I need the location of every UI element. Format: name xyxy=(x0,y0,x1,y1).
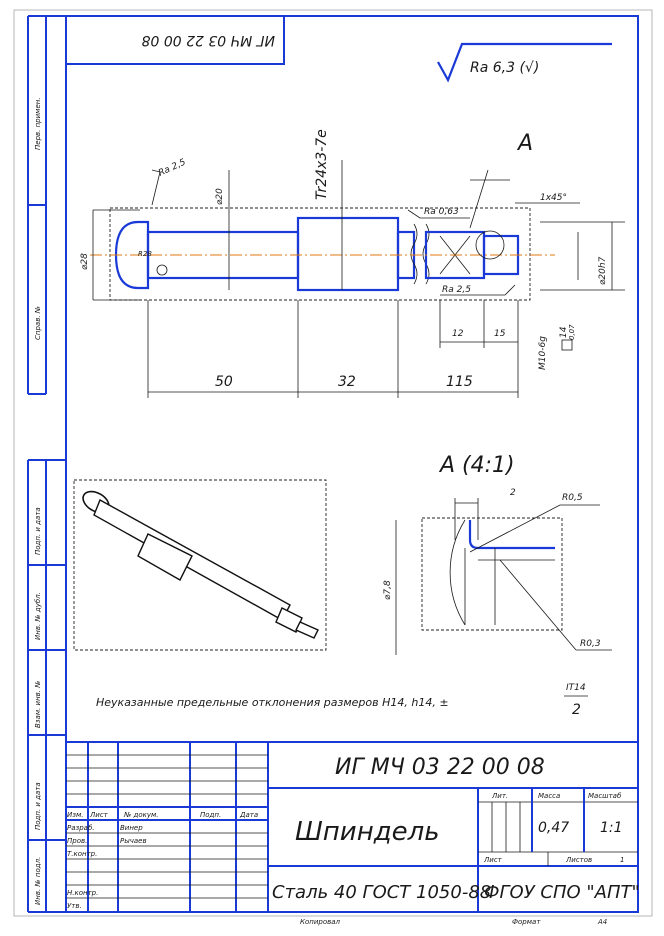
side-label-orig-inv: Инв. № подл. xyxy=(34,857,42,905)
note-frac-bottom: 2 xyxy=(572,702,581,718)
tb-col-doc: № докум. xyxy=(123,811,159,819)
detail-dia: ⌀7,8 xyxy=(383,580,393,600)
tb-row-check: Пров. xyxy=(67,837,87,845)
shaft-view xyxy=(90,207,555,301)
tb-col-sign: Подп. xyxy=(200,811,221,819)
roughness-mid: Ra 0,63 xyxy=(424,207,459,217)
dimensions xyxy=(92,160,625,398)
tolerance-value: 0,07 xyxy=(568,324,576,340)
tb-sheet-label: Лист xyxy=(483,856,503,864)
side-label-replace-inv: Взам. инв. № xyxy=(34,680,42,728)
tb-mass-header: Масса xyxy=(538,792,560,800)
detail-label: A (4:1) xyxy=(438,453,515,478)
tb-row-approve: Утв. xyxy=(67,902,82,910)
roughness-general: Ra 6,3 (√) xyxy=(470,60,539,76)
tb-scale-value: 1:1 xyxy=(600,820,623,836)
detail-view xyxy=(395,498,612,655)
side-strip xyxy=(27,15,66,913)
main-frame xyxy=(65,15,639,913)
view-label-a: A xyxy=(516,131,533,156)
tb-scale-header: Масштаб xyxy=(588,792,622,800)
thread-end: M10-6g xyxy=(538,336,548,370)
tb-sheets-label: Листов xyxy=(565,856,592,864)
tb-col-izm: Изм. xyxy=(67,811,83,819)
tb-copied: Копировал xyxy=(300,918,341,926)
title-block xyxy=(66,741,638,912)
dia-end: ⌀20h7 xyxy=(598,256,608,285)
tb-material: Сталь 40 ГОСТ 1050-88 xyxy=(272,882,491,903)
chamfer: 1x45° xyxy=(540,193,567,203)
detail-r03: R0,3 xyxy=(580,639,601,649)
dia-head: ⌀28 xyxy=(80,253,90,270)
tb-mass-value: 0,47 xyxy=(538,820,569,836)
tb-row-develop: Разраб. xyxy=(67,824,95,832)
side-label-dup-inv: Инв. № дубл. xyxy=(34,592,42,640)
side-label-ref-no: Справ. № xyxy=(34,306,42,340)
tb-row-ncontrol: Н.контр. xyxy=(67,889,98,897)
tb-col-list: Лист xyxy=(89,811,109,819)
tb-format-label: Формат xyxy=(512,918,541,926)
tb-sheets-value: 1 xyxy=(620,856,624,864)
tb-checker: Рычаев xyxy=(120,837,147,845)
sheet-border xyxy=(13,9,653,917)
dim-115: 115 xyxy=(446,374,473,390)
tb-developer: Винер xyxy=(120,824,143,832)
side-label-sign-date-2: Подп. и дата xyxy=(34,782,42,830)
tb-format-value: А4 xyxy=(597,918,607,926)
dim-15: 15 xyxy=(494,329,506,339)
dim-32: 32 xyxy=(338,374,356,390)
isometric-view xyxy=(73,479,327,651)
top-stamp-text: ИГ МЧ 03 22 00 08 xyxy=(141,32,275,48)
side-label-sign-date-1: Подп. и дата xyxy=(34,507,42,555)
tb-organization: ФГОУ СПО "АПТ" xyxy=(484,882,640,903)
roughness-head: Ra 2,5 xyxy=(157,157,188,178)
detail-r05: R0,5 xyxy=(562,493,583,503)
radius-head: R28 xyxy=(138,250,152,258)
dim-50: 50 xyxy=(215,374,233,390)
tolerance-note: Неуказанные предельные отклонения размер… xyxy=(96,696,449,709)
tb-designation: ИГ МЧ 03 22 00 08 xyxy=(335,755,545,780)
top-stamp-box xyxy=(65,15,285,65)
dia-shaft: ⌀20 xyxy=(215,188,225,205)
note-frac-top: IT14 xyxy=(566,683,586,693)
tb-lit-header: Лит. xyxy=(491,792,508,800)
side-label-first-use: Перв. примен. xyxy=(34,97,42,150)
tb-part-name: Шпиндель xyxy=(295,817,440,847)
tb-col-date: Дата xyxy=(239,811,258,819)
tb-row-tcontrol: Т.контр. xyxy=(67,850,97,858)
tolerance-symbol: 14 xyxy=(559,326,569,338)
dim-12: 12 xyxy=(452,329,464,339)
detail-dim-2: 2 xyxy=(510,488,516,498)
thread-main: Tr24x3-7e xyxy=(314,129,330,200)
roughness-sign-icon xyxy=(437,42,612,83)
roughness-end: Ra 2,5 xyxy=(442,285,471,295)
